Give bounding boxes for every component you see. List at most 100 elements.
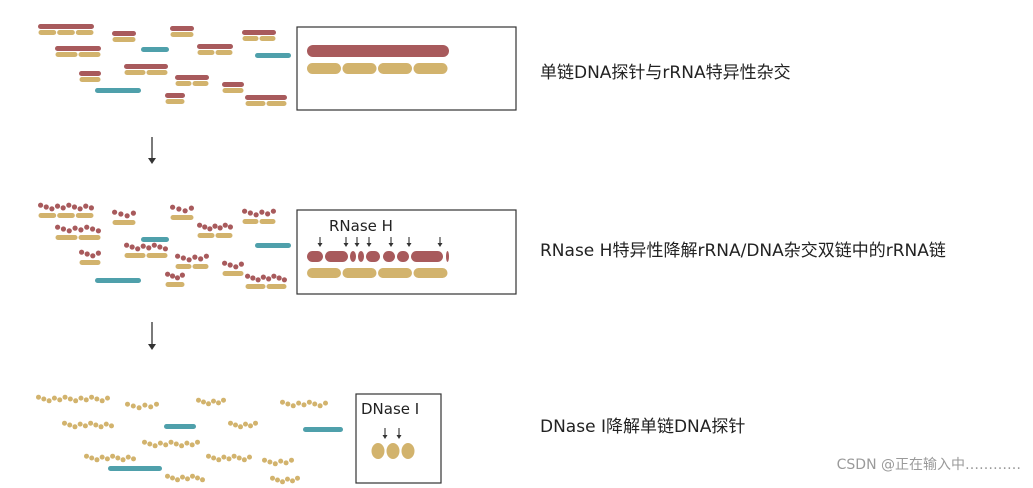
digested-probe-fragment (296, 400, 302, 406)
probe-segment (197, 50, 215, 55)
dnase-i-label: DNase I (361, 400, 419, 418)
digested-probe-fragment (211, 398, 216, 404)
digested-probe-fragment (94, 457, 100, 463)
probe-segment (38, 213, 57, 218)
rrna-fragment (197, 222, 203, 228)
cleavage-arrow-head (406, 243, 412, 247)
rrna-fragment (162, 246, 168, 252)
cleavage-arrow-head (437, 243, 443, 247)
digested-probe-fragment (131, 456, 136, 462)
digested-probe-fragment (241, 457, 247, 463)
box-rnase-h-detail (296, 209, 517, 295)
rrna-fragment (175, 253, 181, 259)
digested-probe-fragment (189, 442, 195, 448)
flow-arrow-head (148, 158, 156, 164)
rrna-strand (55, 46, 101, 51)
digested-probe-fragment (175, 477, 180, 483)
rrna-strand (197, 44, 233, 49)
digested-probe-fragment (216, 457, 222, 463)
free-dna-probe (255, 53, 291, 58)
digested-probe-fragment (57, 397, 63, 403)
probe-segment (266, 101, 287, 106)
digested-probe-fragment (173, 441, 179, 447)
rrna-strand-intact (307, 45, 449, 57)
box-hybrid-detail (296, 26, 517, 111)
digested-probe-fragment (267, 459, 273, 465)
digested-probe-fragment (130, 403, 136, 409)
rrna-fragment (71, 204, 78, 210)
digested-probe-fragment (168, 439, 174, 445)
rnase-h-label: RNase H (329, 217, 393, 235)
rrna-fragment (174, 275, 181, 281)
digested-probe-fragment (36, 394, 41, 400)
rrna-fragment (242, 208, 248, 214)
dnase-digestion (371, 428, 415, 459)
rrna-fragment (88, 205, 94, 211)
digested-probe-fragment (72, 424, 78, 430)
probe-segment (55, 235, 78, 240)
digested-probe-fragment (312, 401, 318, 407)
digested-probe-fragment (216, 400, 221, 406)
rrna-strand (124, 64, 168, 69)
digested-probe-fragment (77, 421, 83, 427)
probe-segment (112, 37, 136, 42)
stage-3-dnase-i-digestion (36, 394, 343, 485)
rrna-fragment (84, 224, 90, 230)
rrna-fragment (397, 251, 409, 262)
digested-probe-fragment (306, 399, 312, 405)
rrna-fragment (411, 251, 443, 262)
rrna-fragment (265, 211, 271, 217)
rrna-strand (175, 75, 209, 80)
digested-probe-fragment (136, 405, 142, 411)
probe-segment (57, 30, 75, 35)
digested-probe-fragment (180, 474, 185, 480)
rrna-fragment (140, 243, 146, 249)
probe-segment (78, 52, 101, 57)
rrna-fragment (89, 226, 96, 232)
digested-probe-fragment (226, 456, 232, 462)
digested-probe-fragment (236, 455, 242, 461)
digested-probe-fragment (147, 441, 153, 447)
cleavage-arrow-head (317, 243, 323, 247)
probe-segment (307, 63, 341, 74)
cleavage-arrow-head (366, 243, 372, 247)
digested-probe-fragment (278, 458, 284, 464)
rrna-fragment (182, 208, 188, 214)
cleavage-arrow-head (388, 243, 394, 247)
digested-probe-fragment (152, 443, 158, 449)
rrna-fragment (169, 273, 176, 279)
rrna-fragment (135, 246, 141, 252)
flow-arrows (148, 137, 156, 350)
probe-segment (222, 271, 244, 276)
digested-probe-fragment (109, 423, 114, 429)
digested-probe-fragment (103, 421, 109, 427)
free-dna-probe (303, 427, 343, 432)
free-dna-probe (95, 88, 141, 93)
rrna-fragment (253, 212, 259, 218)
digested-probe-fragment (84, 453, 89, 459)
digested-probe-fragment (272, 461, 278, 467)
probe-segment (57, 213, 75, 218)
digested-probe-fragment (142, 439, 147, 445)
rrna-fragment (325, 251, 348, 262)
digested-probe-fragment (247, 454, 252, 460)
rrna-fragment (276, 275, 282, 281)
digested-probe-fragment (82, 423, 88, 429)
step-2-label: RNase H特异性降解rRNA/DNA杂交双链中的rRNA链 (540, 241, 946, 261)
digested-probe-fragment (83, 397, 89, 403)
digested-probe-fragment (110, 453, 116, 459)
probe-segment (112, 220, 136, 225)
rrna-fragment (55, 224, 61, 230)
digested-probe-fragment (233, 422, 238, 428)
probe-segment (75, 30, 94, 35)
digested-probe-fragment (67, 422, 73, 428)
probe-segment (378, 268, 412, 278)
digested-probe-fragment (125, 454, 131, 460)
digested-probe-fragment (41, 396, 47, 402)
rrna-fragment (49, 206, 55, 212)
probe-segment (79, 260, 101, 265)
probe-segment (175, 264, 192, 269)
rrna-fragment (43, 204, 49, 210)
digested-probe-fragment (238, 424, 243, 430)
